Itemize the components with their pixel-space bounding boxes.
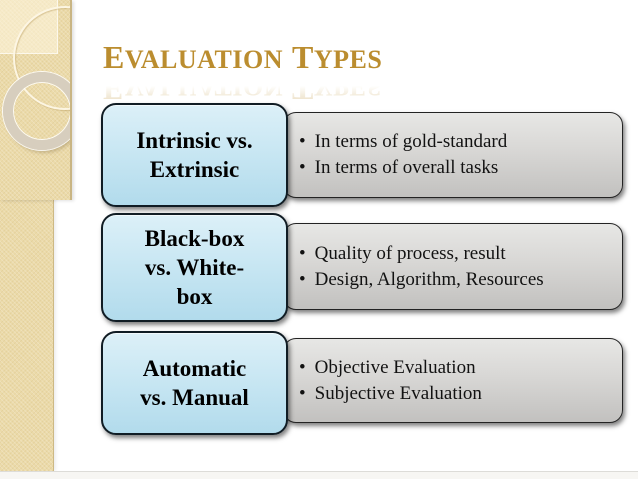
bullet-text: Design, Algorithm, Resources [314,268,544,290]
label-line: vs. Manual [140,385,249,410]
label-line: Intrinsic vs. [136,128,253,153]
label-line: vs. White- [144,255,245,280]
bullet-item: • Quality of process, result [299,241,622,267]
bullet-item: • Subjective Evaluation [299,381,622,407]
bullet-icon: • [299,157,306,178]
bullet-box-blackbox-whitebox: • Quality of process, result • Design, A… [283,223,623,310]
bullet-box-intrinsic-extrinsic: • In terms of gold-standard • In terms o… [283,112,623,198]
label-line: box [176,284,213,309]
bullet-item: • In terms of overall tasks [299,155,622,181]
title-word: EVALUATION [103,39,283,75]
slide-bottom-edge [0,471,638,479]
bullet-text: Quality of process, result [314,242,506,264]
label-box-automatic-manual: Automatic vs. Manual [101,331,288,435]
bullet-icon: • [299,356,306,378]
label-box-blackbox-whitebox: Black-box vs. White- box [101,213,288,322]
label-line: Automatic [142,356,247,381]
sidebar-circles-panel [0,0,72,200]
label-line: Black-box [144,226,245,251]
bullet-item: • Objective Evaluation [299,355,622,381]
bullet-item: • Design, Algorithm, Resources [299,267,622,293]
label-line: Extrinsic [149,157,240,182]
bullet-icon: • [299,131,306,152]
bullet-text: In terms of gold-standard [314,131,508,152]
bullet-icon: • [299,242,306,264]
bullet-text: In terms of overall tasks [314,157,499,178]
bullet-icon: • [299,382,306,404]
bullet-icon: • [299,268,306,290]
bullet-box-automatic-manual: • Objective Evaluation • Subjective Eval… [283,338,623,423]
label-box-intrinsic-extrinsic: Intrinsic vs. Extrinsic [101,103,288,207]
title-word: TYPES [291,39,383,75]
bullet-item: • In terms of gold-standard [299,129,622,155]
bullet-text: Subjective Evaluation [314,382,482,404]
ring-icon [3,72,70,150]
bullet-text: Objective Evaluation [314,356,476,378]
